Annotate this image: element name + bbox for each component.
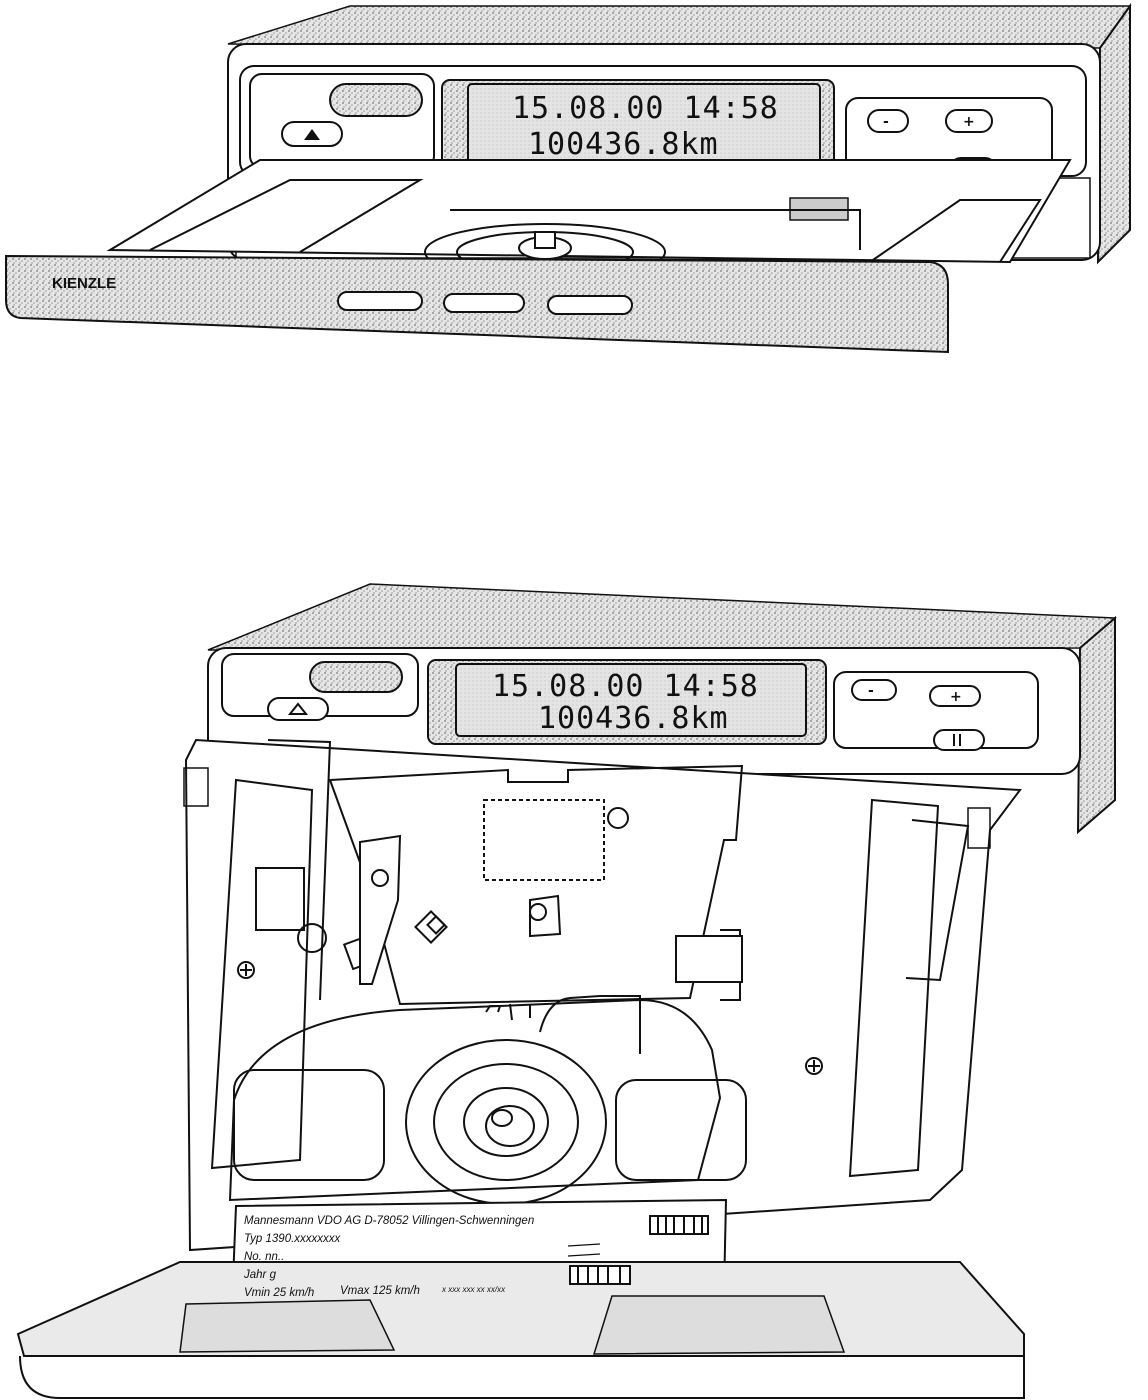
lcd-display-bottom [455,663,807,737]
plus-button-bottom[interactable] [929,685,981,707]
drawer-front-panel-bottom [16,1261,1025,1357]
display-datetime: 15.08.00 14:58 [512,91,779,126]
display-datetime-bottom: 15.08.00 14:58 [492,669,759,704]
tachograph-unit-top [5,2,1132,354]
spindle-hub-bottom [485,1105,535,1147]
type-plate-text: Mannesmann VDO AG D-78052 Villingen-Schw… [243,1215,534,1299]
plate-year: Jahr g [243,1269,277,1281]
plus-button[interactable] [945,109,993,133]
plus-label: + [963,114,975,130]
plate-number: No. nn.. [244,1251,284,1263]
minus-button-bottom[interactable] [851,679,897,701]
display-odometer-bottom: 100436.8km [538,701,729,736]
plate-speed-min: Vmin 25 km/h [244,1287,314,1299]
eject-up-icon-bottom [287,702,309,715]
eject-up-icon [304,129,320,140]
minus-button[interactable] [867,109,909,133]
minus-label-bottom: - [868,683,874,699]
minus-label: - [883,114,889,130]
display-odometer: 100436.8km [528,127,719,162]
plate-type: Typ 1390.xxxxxxxx [244,1233,342,1245]
card-slot-indicator [329,83,423,117]
card-slot-indicator-bottom [309,661,403,693]
brand-logo-text: KIENZLE [52,275,116,292]
plate-code: x xxx xxx xx xx/xx [441,1285,506,1294]
eject-button-bottom[interactable] [267,697,329,721]
plate-manufacturer: Mannesmann VDO AG D-78052 Villingen-Schw… [244,1215,534,1227]
plate-barcodes [567,1215,709,1285]
plus-label-bottom: + [950,689,962,705]
plate-speed-max: Vmax 125 km/h [340,1285,420,1297]
